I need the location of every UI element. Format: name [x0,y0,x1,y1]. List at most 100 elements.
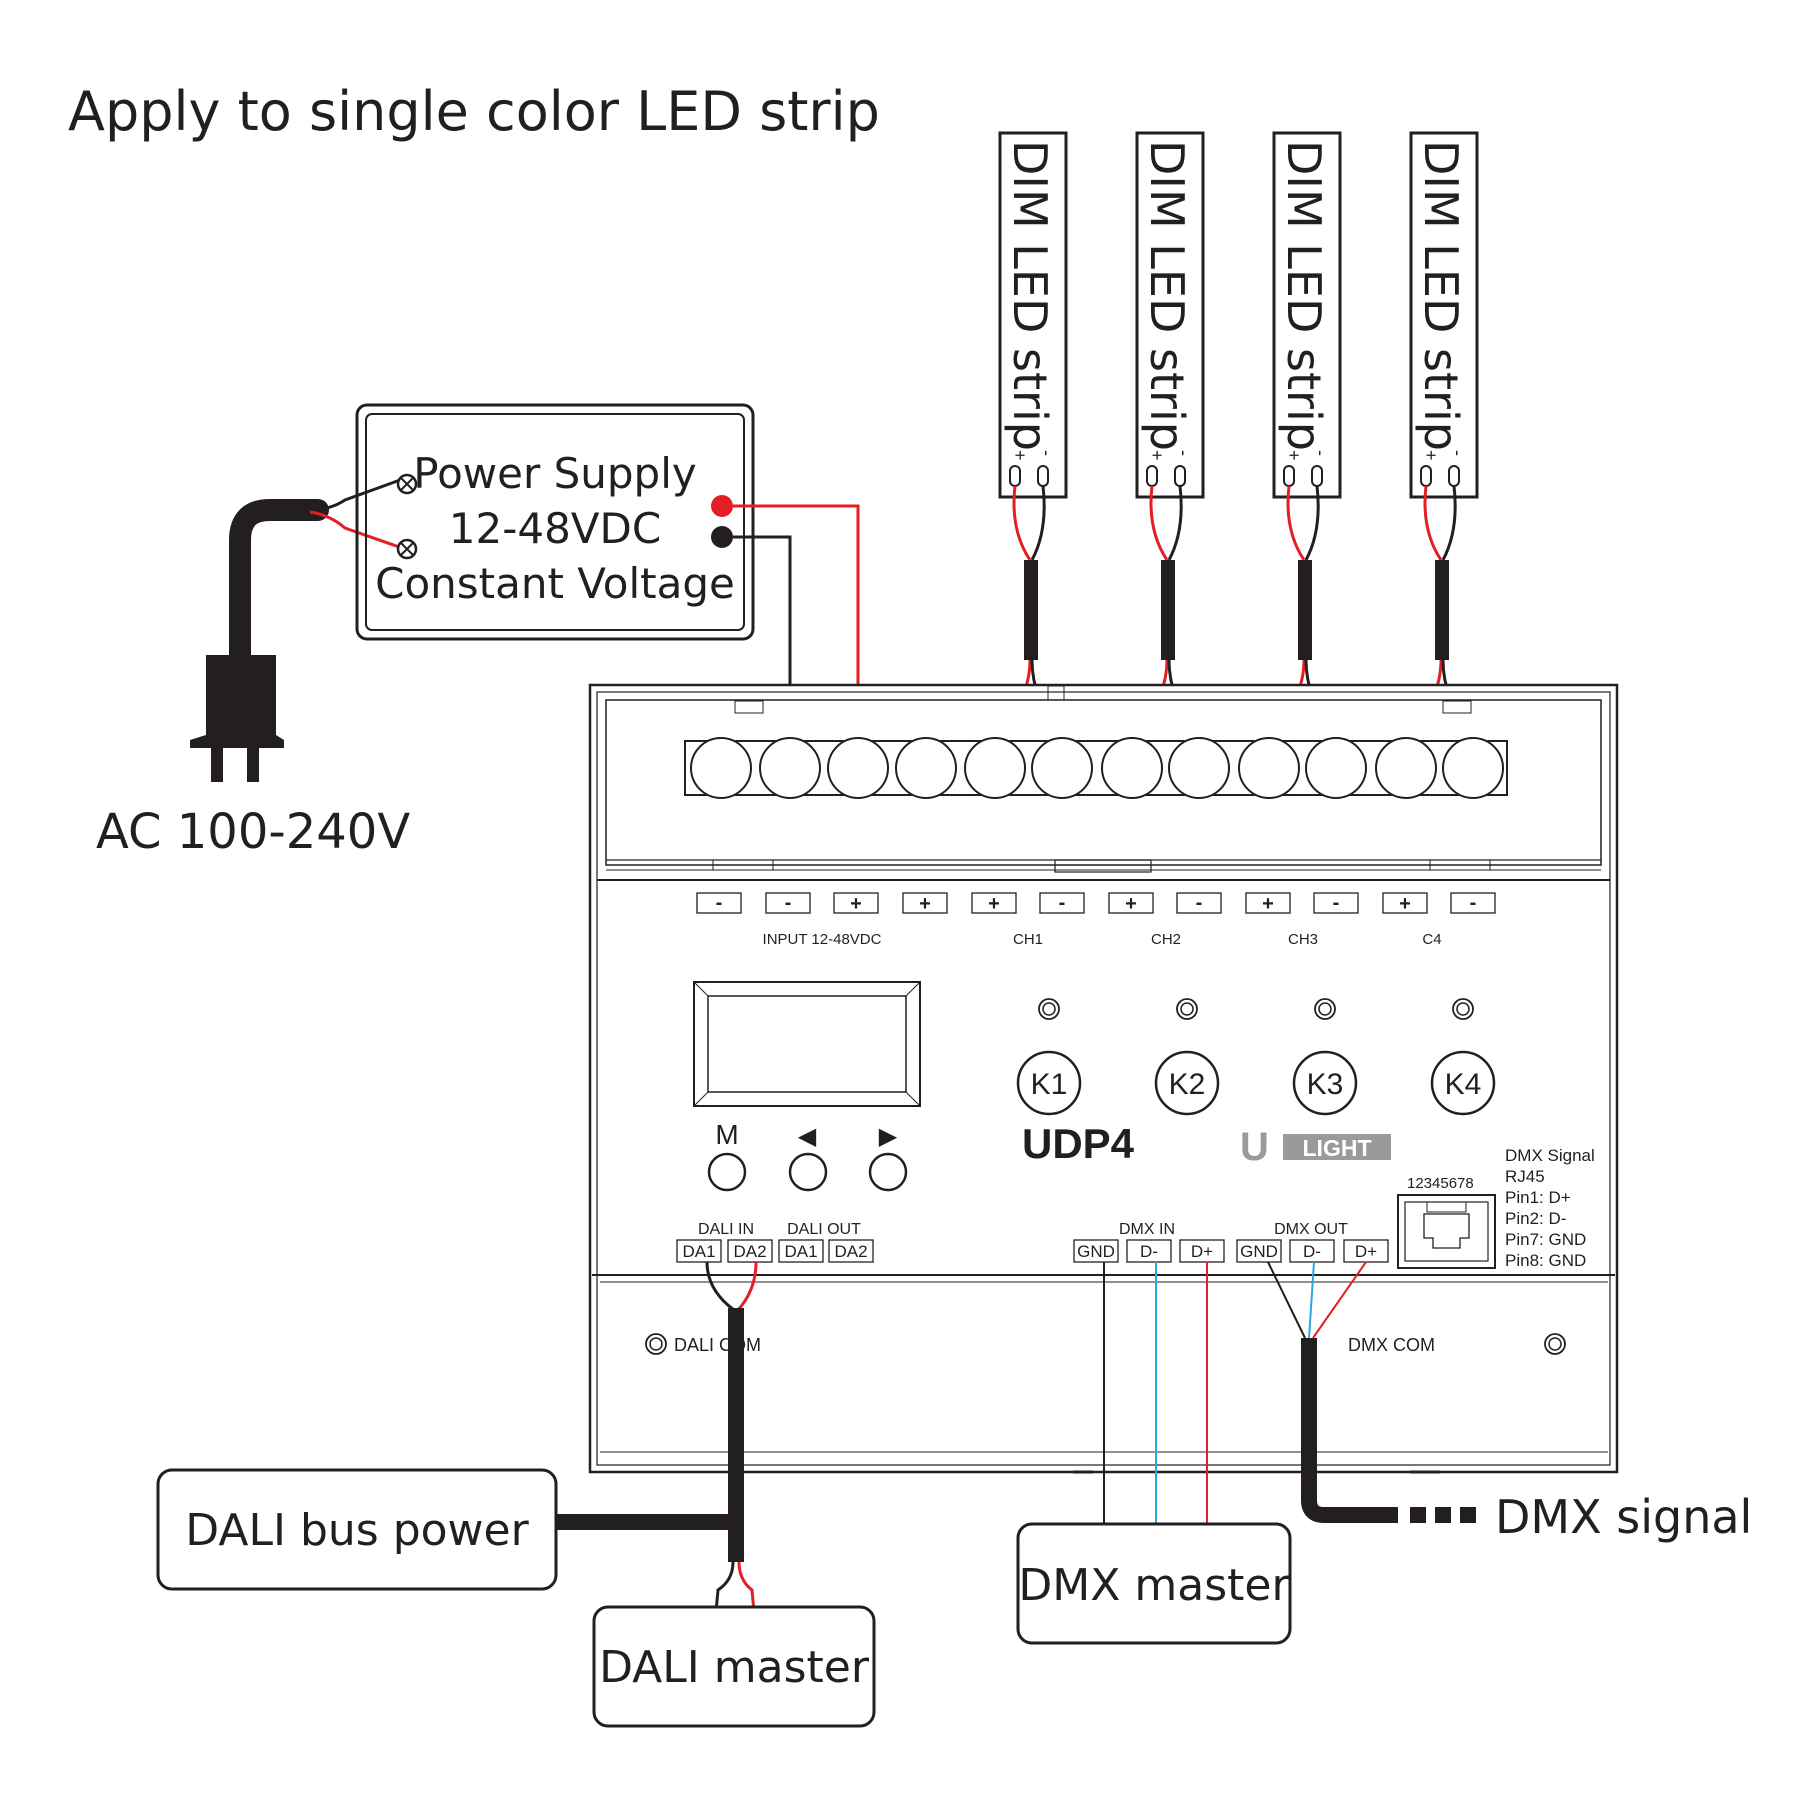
rj45-pinout-info: DMX Signal RJ45 Pin1: D+ Pin2: D- Pin7: … [1505,1146,1595,1270]
left-arrow-label: ◀ [798,1123,817,1150]
dali-master-label: DALI master [599,1642,870,1693]
channel-indicator-3 [1314,998,1336,1020]
dmx-out-terminal-row: GND D- D+ [1236,1239,1389,1263]
power-supply: Power Supply 12-48VDC Constant Voltage [355,403,755,641]
led-strip-4: DIM LED strip + - [1404,131,1479,740]
svg-text:+: + [1262,893,1274,915]
svg-text:D-: D- [1140,1242,1158,1261]
svg-text:GND: GND [1240,1242,1278,1261]
svg-text:RJ45: RJ45 [1505,1167,1545,1186]
led-strip-1: DIM LED strip + - [993,131,1068,740]
svg-text:D+: D+ [1191,1242,1213,1261]
channel-indicator-1 [1038,998,1060,1020]
channel-label-1: CH1 [1013,931,1043,948]
screw-terminal-block [684,737,1508,799]
dmx-com-indicator [1544,1333,1566,1355]
svg-text:D+: D+ [1355,1242,1377,1261]
svg-text:DA1: DA1 [682,1242,715,1261]
dali-wiring [555,1261,758,1613]
svg-text:+: + [850,893,862,915]
channel-label-3: CH3 [1288,931,1318,948]
strip-plus-label: + [1421,450,1441,461]
left-button[interactable] [788,1152,828,1192]
svg-text:LIGHT: LIGHT [1303,1135,1372,1161]
dc-negative-terminal [711,526,733,548]
dmx-out-label: DMX OUT [1274,1221,1348,1238]
dali-com-indicator [645,1333,667,1355]
page-title: Apply to single color LED strip [68,80,880,143]
right-button[interactable] [868,1152,908,1192]
menu-button[interactable] [707,1152,747,1192]
svg-text:DA2: DA2 [834,1242,867,1261]
key-k1-button[interactable] [1016,1050,1082,1116]
dmx-in-wiring [1103,1262,1208,1524]
ac-plug [190,478,403,782]
ac-terminal-icon [396,473,418,560]
dmx-out-wiring [1267,1261,1476,1523]
key-k4-button[interactable] [1430,1050,1496,1116]
power-supply-type: Constant Voltage [375,559,735,608]
svg-text:+: + [1125,893,1137,915]
strip-minus-label: - [1448,450,1468,456]
lcd-display [693,981,921,1107]
strip-minus-label: - [1174,450,1194,456]
svg-text:Pin7: GND: Pin7: GND [1505,1230,1586,1249]
dali-master-box [592,1605,876,1728]
rj45-port[interactable] [1397,1194,1496,1269]
channel-indicator-2 [1176,998,1198,1020]
right-arrow-label: ▶ [879,1123,898,1150]
dmx-signal-label: DMX signal [1495,1490,1752,1544]
dali-bus-power-box [156,1468,558,1591]
dc-positive-terminal [711,495,733,517]
dali-in-label: DALI IN [698,1221,754,1238]
svg-text:-: - [1333,892,1340,914]
dali-terminal-row: DA1 DA2 DA1 DA2 [676,1239,874,1263]
terminal-label-row: - - + + + - + - + - + - [696,892,1496,915]
svg-text:Pin2: D-: Pin2: D- [1505,1209,1566,1228]
dali-com-label: DALI COM [674,1335,761,1355]
channel-label-2: CH2 [1151,931,1181,948]
dali-bus-power-label: DALI bus power [185,1505,529,1556]
key-k2-button[interactable] [1154,1050,1220,1116]
led-strip-3: DIM LED strip + - [1267,131,1342,740]
dali-out-label: DALI OUT [787,1221,861,1238]
strip-plus-label: + [1284,450,1304,461]
led-strip-label: DIM LED strip [1414,140,1468,451]
key-k3-label: K3 [1307,1068,1344,1101]
svg-text:-: - [785,892,792,914]
strip-minus-label: - [1311,450,1331,456]
svg-text:U: U [1240,1125,1269,1169]
led-strip-label: DIM LED strip [1277,140,1331,451]
rj45-pin-numbers: 12345678 [1407,1175,1474,1192]
key-k1-label: K1 [1031,1068,1068,1101]
svg-text:-: - [1196,892,1203,914]
dmx-master-label: DMX master [1018,1560,1290,1611]
ac-voltage-label: AC 100-240V [96,804,410,860]
svg-text:-: - [716,892,723,914]
svg-text:DA1: DA1 [784,1242,817,1261]
key-k3-button[interactable] [1292,1050,1358,1116]
power-supply-voltage: 12-48VDC [449,504,661,553]
dmx-com-label: DMX COM [1348,1335,1435,1355]
dc-positive-wire [733,504,860,738]
dmx-in-terminal-row: GND D- D+ [1073,1239,1225,1263]
svg-text:Pin1: D+: Pin1: D+ [1505,1188,1571,1207]
input-voltage-label: INPUT 12-48VDC [763,931,882,948]
svg-text:+: + [988,893,1000,915]
svg-text:+: + [919,893,931,915]
dmx-master-box [1016,1522,1292,1645]
svg-text:Pin8: GND: Pin8: GND [1505,1251,1586,1270]
led-strip-2: DIM LED strip + - [1130,131,1205,740]
svg-text:D-: D- [1303,1242,1321,1261]
model-name: UDP4 [1022,1120,1135,1167]
channel-label-4: C4 [1422,931,1441,948]
menu-button-label: M [715,1119,738,1150]
svg-text:+: + [1399,893,1411,915]
udp4-device: - - + + + - + - + - + - INPUT 12-48VDC [588,683,1619,1474]
dmx-in-label: DMX IN [1119,1221,1175,1238]
svg-text:DMX Signal: DMX Signal [1505,1146,1595,1165]
led-strip-label: DIM LED strip [1003,140,1057,451]
strip-minus-label: - [1037,450,1057,456]
key-k4-label: K4 [1445,1068,1482,1101]
